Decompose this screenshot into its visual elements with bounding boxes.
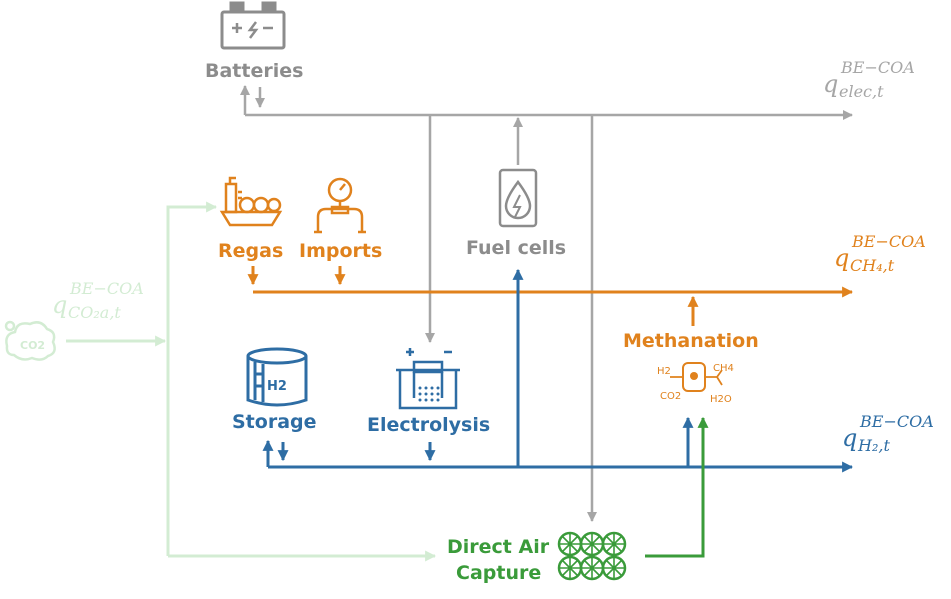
electricity-flow-label: q BE−COA elec,t bbox=[823, 60, 915, 100]
methanation-h2o-text: H2O bbox=[710, 394, 732, 405]
imports-icon bbox=[314, 177, 366, 234]
co2-inflow-lines bbox=[66, 201, 437, 562]
fuel-cell-icon bbox=[498, 168, 538, 228]
methanation-co2-text: CO2 bbox=[660, 391, 681, 402]
regas-icon bbox=[219, 176, 283, 227]
h2-tank-icon: H2 bbox=[246, 347, 308, 407]
methane-flow-base: q bbox=[834, 244, 850, 272]
electricity-flow-sup: BE−COA bbox=[841, 58, 915, 77]
dac-co2-line bbox=[645, 416, 709, 558]
dac-label-line2: Capture bbox=[456, 562, 542, 584]
co2-flow-sup: BE−COA bbox=[70, 279, 144, 298]
storage-label: Storage bbox=[232, 411, 317, 433]
batteries-label: Batteries bbox=[205, 60, 304, 82]
methanation-h2-text: H2 bbox=[657, 366, 671, 377]
hydrogen-bus bbox=[262, 268, 854, 473]
hydrogen-flow-base: q bbox=[842, 424, 858, 452]
methanation-ch4-text: CH4 bbox=[713, 363, 734, 374]
co2-flow-label: q BE−COA CO₂a,t bbox=[52, 281, 144, 321]
electricity-flow-base: q bbox=[823, 70, 839, 98]
electricity-flow-sub: elec,t bbox=[839, 82, 884, 101]
methane-flow-sub: CH₄,t bbox=[850, 256, 895, 275]
electrolyzer-icon bbox=[396, 348, 460, 410]
co2-cloud-text: CO2 bbox=[20, 339, 45, 352]
battery-icon bbox=[220, 1, 286, 50]
dac-label-line1: Direct Air bbox=[447, 536, 550, 558]
dac-modules-icon bbox=[557, 531, 627, 581]
methane-flow-label: q BE−COA CH₄,t bbox=[834, 234, 926, 274]
methane-flow-sup: BE−COA bbox=[852, 232, 926, 251]
co2-cloud-icon: CO2 bbox=[4, 320, 56, 361]
electricity-bus bbox=[240, 85, 853, 522]
co2-flow-sub: CO₂a,t bbox=[68, 303, 121, 322]
hydrogen-flow-sub: H₂,t bbox=[858, 436, 890, 455]
fuel-cells-label: Fuel cells bbox=[466, 237, 567, 259]
methanation-icon: H2 CH4 CO2 H2O bbox=[657, 362, 734, 405]
methanation-label: Methanation bbox=[623, 330, 759, 352]
methane-bus bbox=[247, 266, 854, 326]
electrolysis-label: Electrolysis bbox=[367, 414, 491, 436]
storage-h2-text: H2 bbox=[267, 379, 287, 394]
hydrogen-flow-label: q BE−COA H₂,t bbox=[842, 414, 934, 454]
co2-flow-base: q bbox=[52, 291, 68, 319]
regas-label: Regas bbox=[218, 240, 284, 262]
imports-label: Imports bbox=[299, 240, 383, 262]
hydrogen-flow-sup: BE−COA bbox=[860, 412, 934, 431]
